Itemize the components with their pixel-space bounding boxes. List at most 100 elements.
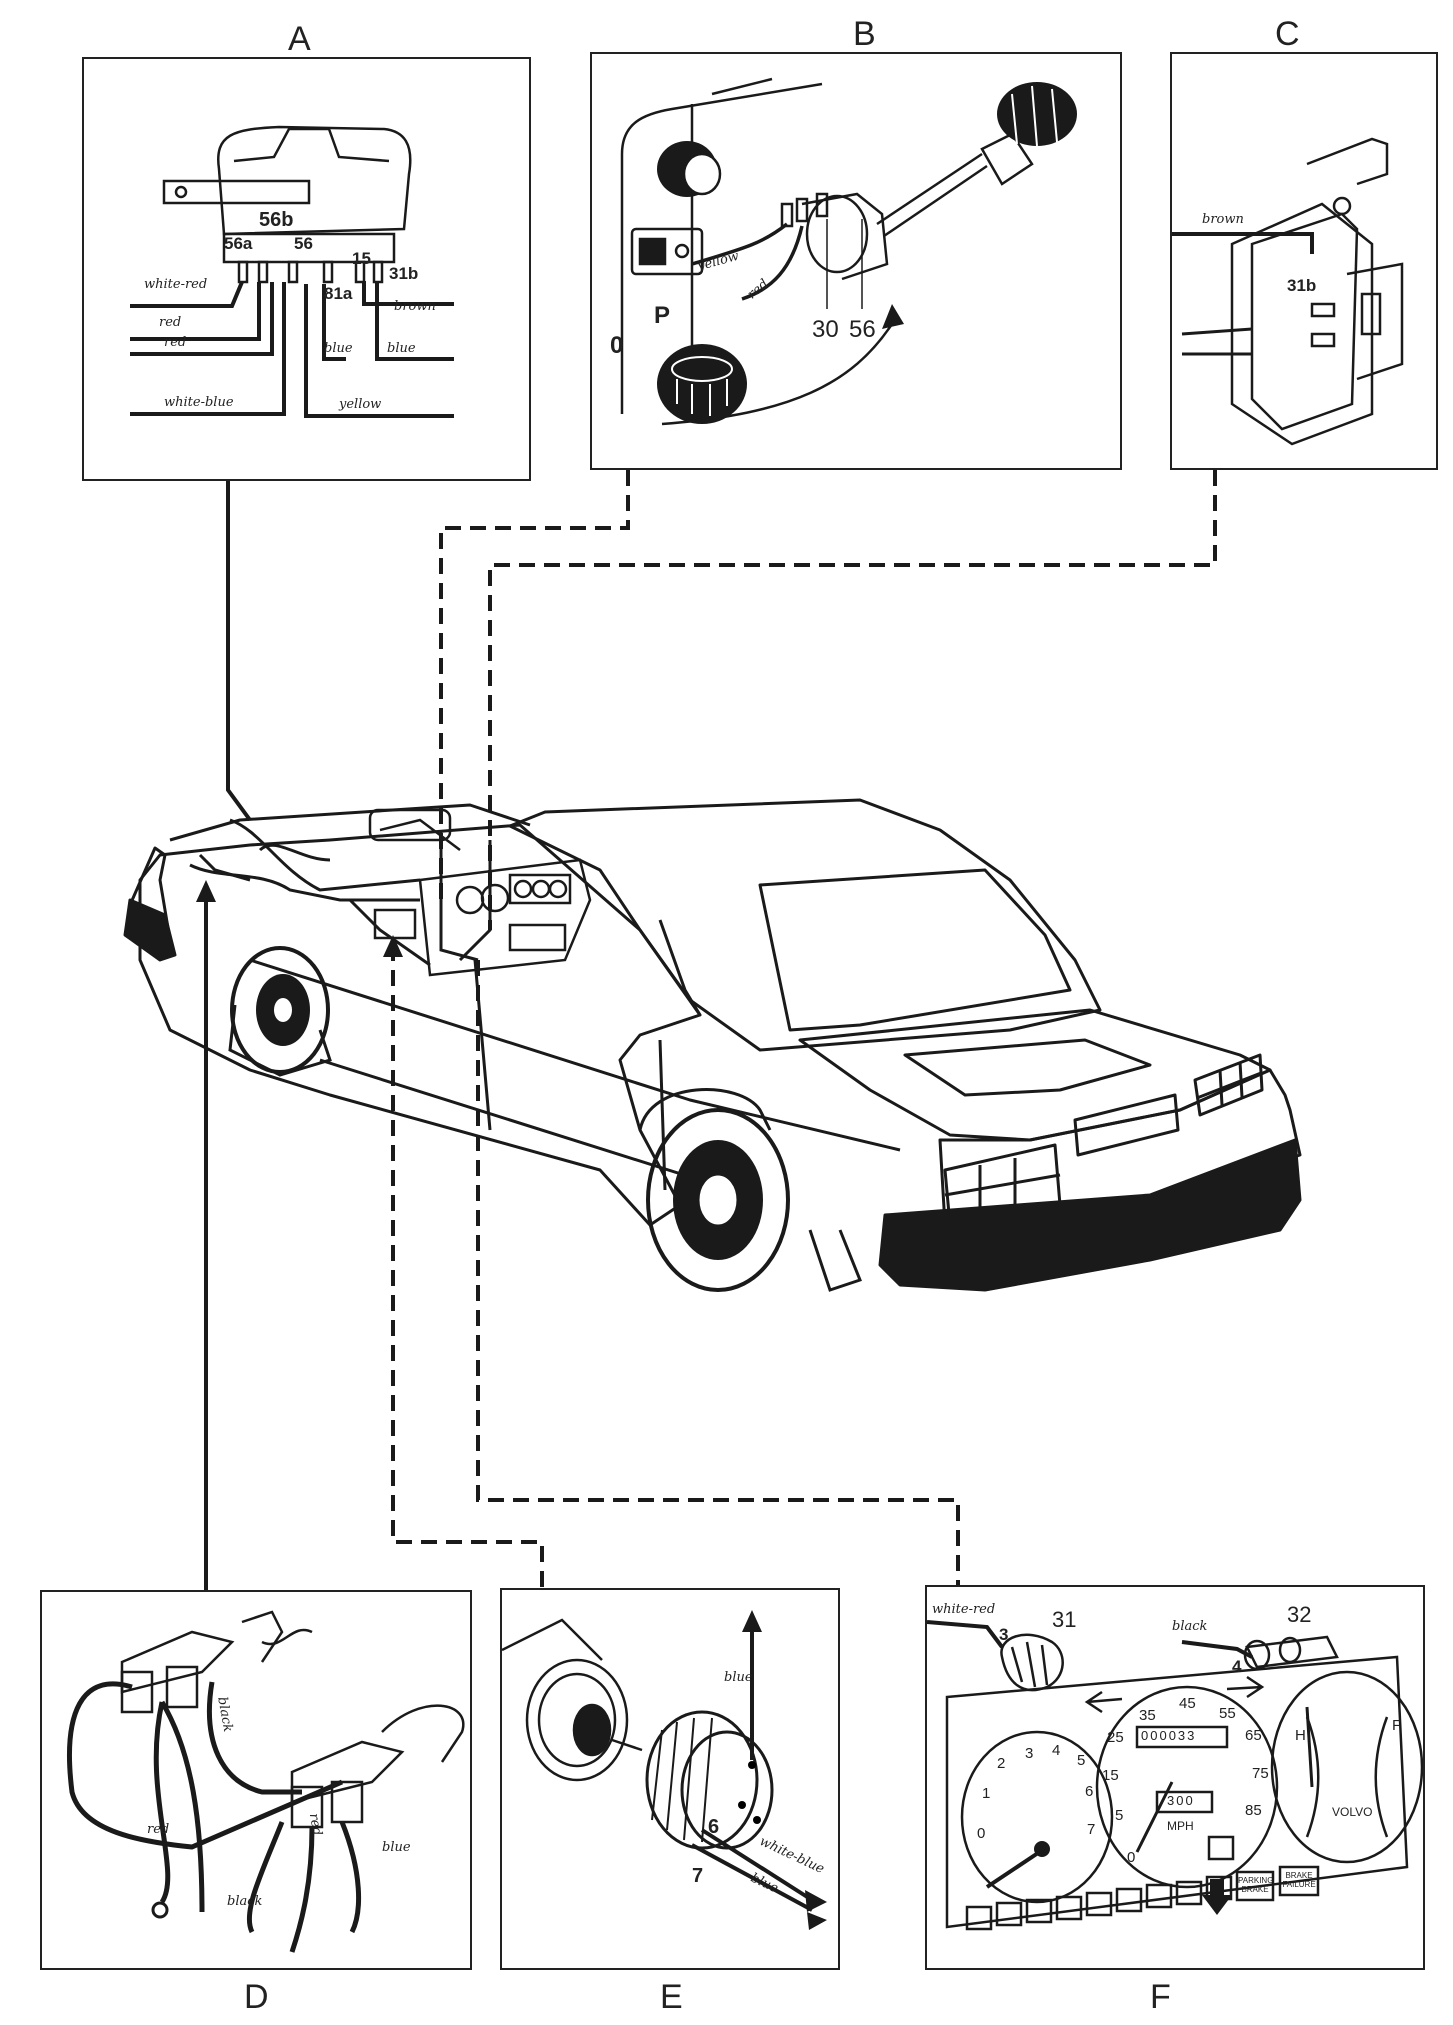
terminal-56: 56 [849,316,876,343]
arrow-up-icon [742,1610,762,1632]
temp-needle [1305,1706,1314,1788]
switch-position-0: 0 [610,332,624,359]
bulb-holder-31 [1000,1633,1064,1692]
speed-unit: MPH [1167,1819,1194,1833]
connector-left [120,1630,235,1694]
wire-black [1181,1640,1253,1659]
wire-label-white-red: white-red [932,1602,996,1617]
car-roof [508,798,1102,1052]
speedo-label: 45 [1179,1695,1196,1712]
connector-line-b [439,470,630,900]
tachometer [960,1730,1114,1904]
speedo-needle [1135,1781,1174,1853]
speedo-label: 0 [1127,1849,1136,1866]
switch-knob-end [997,82,1077,147]
wire-white-blue [130,282,286,416]
fuel-letter: F [1392,1717,1402,1734]
switch-assembly [780,132,1034,281]
fog-light-switch [630,227,704,276]
tripmeter-value: 300 [1167,1793,1195,1808]
wire-label-blue: blue [724,1670,753,1685]
speedo-label: 35 [1139,1707,1156,1724]
car-trunk [798,1008,1272,1142]
odometer-box [1135,1725,1229,1749]
panel-label-d: D [244,1978,269,2016]
front-wheel [228,946,332,1077]
wire-yellow [304,284,454,418]
speedo-label: 85 [1245,1802,1262,1819]
connector-line-c [488,470,1217,930]
mud-flap [808,1229,862,1292]
odometer-value: 000033 [1141,1728,1197,1743]
wire-red-1 [130,282,261,341]
panel-label-a: A [288,20,311,58]
headlight-knob [657,344,747,424]
wire-blue [375,281,454,361]
callout-3: 3 [999,1625,1009,1644]
connector-right [290,1740,405,1804]
wire-label-yellow: yellow [339,397,382,412]
wire-blue-2 [691,1843,813,1912]
warning-parking-brake-label: PARKING BRAKE [1238,1876,1274,1894]
speedo-label: 25 [1107,1729,1124,1746]
mount-bracket [1306,137,1389,186]
panel-f-instrument-cluster: white-red black 31 32 3 4 35 45 55 25 65… [925,1585,1425,1970]
brand-label: VOLVO [1332,1805,1373,1819]
wire-label-blue: blue [324,341,353,356]
speedo-label: 65 [1245,1727,1262,1744]
tripmeter-box [1155,1790,1214,1814]
panel-label-c: C [1275,15,1300,53]
arrow-right-icon [805,1890,827,1912]
terminal-81a: 81a [324,284,353,303]
car-side-body [138,823,702,1227]
callout-4: 4 [1232,1657,1242,1676]
connector-line-a [226,480,252,822]
pointer-arrow-icon [1202,1879,1232,1915]
tacho-label: 2 [997,1755,1006,1772]
warning-brake-failure [1278,1865,1320,1897]
temp-fuel-gauge [1270,1670,1423,1864]
panel-label-e: E [660,1978,683,2016]
car-rear-window [758,868,1072,1032]
arrow-up-icon [196,880,216,902]
rheostat-housing [1230,202,1374,446]
wire-label-blue-2: blue [387,341,416,356]
tacho-label: 5 [1077,1752,1086,1769]
switch-barrel [502,1618,603,1661]
callout-32: 32 [1287,1602,1312,1627]
front-bumper [123,898,177,962]
panel-c-dimmer: brown 31b [1170,52,1438,470]
warning-brake-failure-label: BRAKE FAILURE [1282,1871,1316,1889]
wire-blue [339,1821,361,1934]
wire-label-black-2: black [227,1894,263,1909]
terminal-15: 15 [352,249,371,268]
terminal-31b: 31b [1287,276,1317,295]
speedo-label: 15 [1102,1767,1119,1784]
speedo-label: 5 [1115,1807,1124,1824]
wire-harness [189,818,492,967]
wire-white-red [130,281,244,308]
tail-light-right [1193,1053,1264,1117]
terminal-56a: 56a [224,234,253,253]
wire-white-red [927,1620,1004,1649]
wire-yellow [691,222,789,266]
wire-label-blue: blue [382,1840,411,1855]
terminal-56: 56 [294,234,313,253]
wire-white-blue [700,1828,814,1902]
wire-label-red-2: red [164,335,187,350]
wire-label-red: red [159,315,182,330]
switch-position-p: P [654,302,671,329]
wire-red [741,225,804,301]
speedometer [1095,1685,1279,1889]
panel-label-f: F [1150,1978,1171,2016]
wire-label-white-red: white-red [144,277,208,292]
relay-bracket [162,179,311,205]
knob-upper [657,141,722,197]
ground-terminal [151,1901,169,1919]
wire-brown [1172,232,1314,254]
panel-e-switch-connector: blue white-blue blue 6 7 [500,1588,840,1970]
panel-label-b: B [853,15,876,53]
speedo-label: 75 [1252,1765,1269,1782]
wire-label-red: red [147,1822,170,1837]
